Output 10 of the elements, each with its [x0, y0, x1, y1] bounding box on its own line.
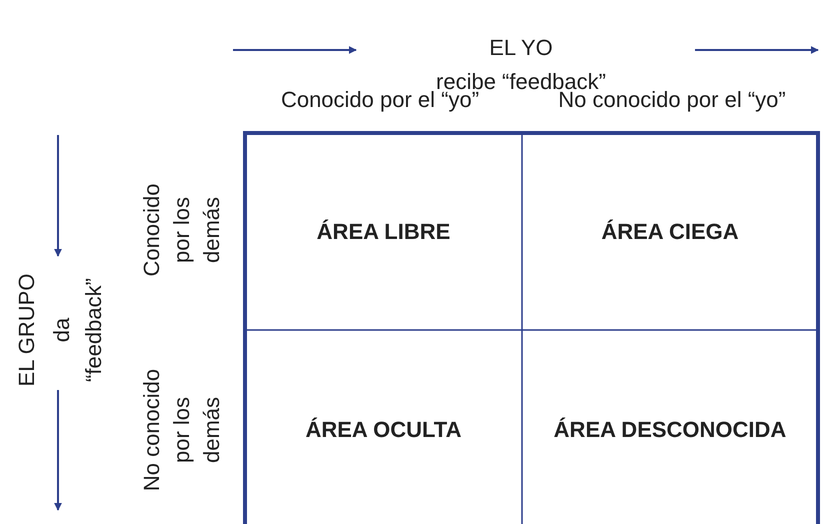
axis-subtitle: da	[48, 318, 75, 342]
axis-title: EL YO	[489, 34, 553, 62]
quadrant-title: ÁREA DESCONOCIDA	[554, 417, 786, 443]
row-header: Conocido por los demás	[138, 182, 225, 278]
row-header: No conocido por los demás	[138, 368, 225, 494]
quadrant-title: ÁREA LIBRE	[316, 218, 450, 244]
axis-subtitle: “feedback”	[80, 278, 107, 382]
quadrant-title: ÁREA OCULTA	[305, 417, 462, 443]
axis-title: EL GRUPO	[13, 274, 40, 386]
quadrant-title: ÁREA CIEGA	[601, 218, 739, 244]
